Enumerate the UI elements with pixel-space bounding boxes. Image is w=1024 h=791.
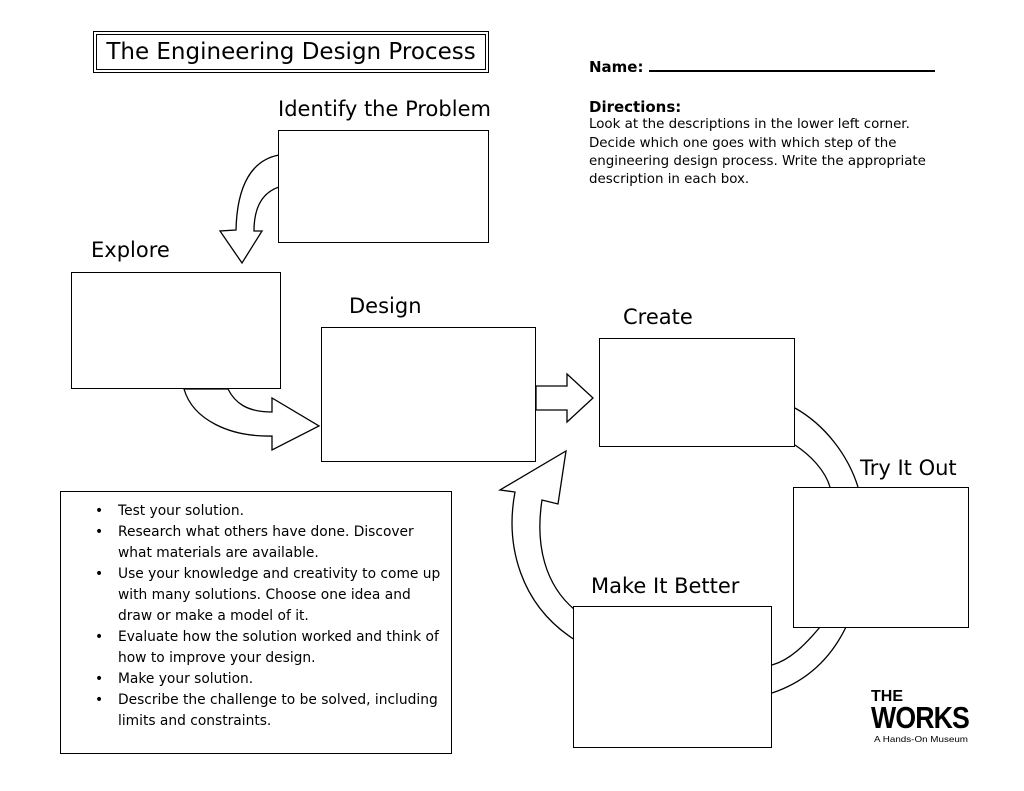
description-item: Test your solution.	[95, 501, 443, 522]
directions-line: Look at the descriptions in the lower le…	[589, 117, 910, 133]
logo-line2: WORKS	[871, 700, 969, 735]
answer-box-identify[interactable]	[278, 130, 489, 243]
description-item: Describe the challenge to be solved, inc…	[95, 690, 443, 732]
directions-line: Decide which one goes with which step of…	[589, 135, 897, 151]
directions-line: description in each box.	[589, 172, 750, 188]
description-item: Make your solution.	[95, 669, 443, 690]
page-title: The Engineering Design Process	[93, 31, 489, 73]
name-blank-line[interactable]	[649, 56, 936, 72]
step-label-design: Design	[349, 294, 422, 318]
arrow-better-to-design	[498, 449, 576, 642]
answer-box-try-it-out[interactable]	[793, 487, 969, 628]
step-label-make-it-better: Make It Better	[591, 574, 740, 598]
name-field[interactable]: Name:	[589, 56, 936, 76]
directions-heading: Directions:	[589, 98, 682, 116]
the-works-logo: THE WORKS A Hands-On Museum	[871, 686, 971, 746]
step-label-try-it-out: Try It Out	[860, 456, 957, 480]
directions-line: engineering design process. Write the ap…	[589, 153, 926, 169]
arc-try-to-better-outer	[771, 626, 847, 694]
step-label-explore: Explore	[91, 238, 170, 262]
logo-line1: THE	[871, 688, 903, 705]
description-item: Evaluate how the solution worked and thi…	[95, 627, 443, 669]
answer-box-make-it-better[interactable]	[573, 606, 772, 748]
arrow-identify-to-explore	[218, 154, 280, 265]
logo-mark: THE WORKS A Hands-On Museum	[871, 688, 970, 744]
descriptions-list: Test your solution. Research what others…	[95, 501, 443, 732]
step-label-identify: Identify the Problem	[278, 97, 491, 121]
name-label: Name:	[589, 58, 644, 76]
arrow-design-to-create	[535, 372, 594, 424]
logo-tagline: A Hands-On Museum	[874, 734, 968, 744]
arc-create-to-try-inner	[794, 444, 831, 488]
answer-box-design[interactable]	[321, 327, 536, 462]
answer-box-explore[interactable]	[71, 272, 281, 389]
descriptions-box: Test your solution. Research what others…	[60, 491, 452, 754]
answer-box-create[interactable]	[599, 338, 795, 447]
arc-try-to-better-inner	[771, 626, 821, 666]
directions: Directions: Look at the descriptions in …	[589, 98, 969, 189]
arrow-explore-to-design	[183, 388, 321, 452]
description-item: Use your knowledge and creativity to com…	[95, 564, 443, 627]
arc-create-to-try-outer	[794, 407, 859, 488]
description-item: Research what others have done. Discover…	[95, 522, 443, 564]
step-label-create: Create	[623, 305, 693, 329]
